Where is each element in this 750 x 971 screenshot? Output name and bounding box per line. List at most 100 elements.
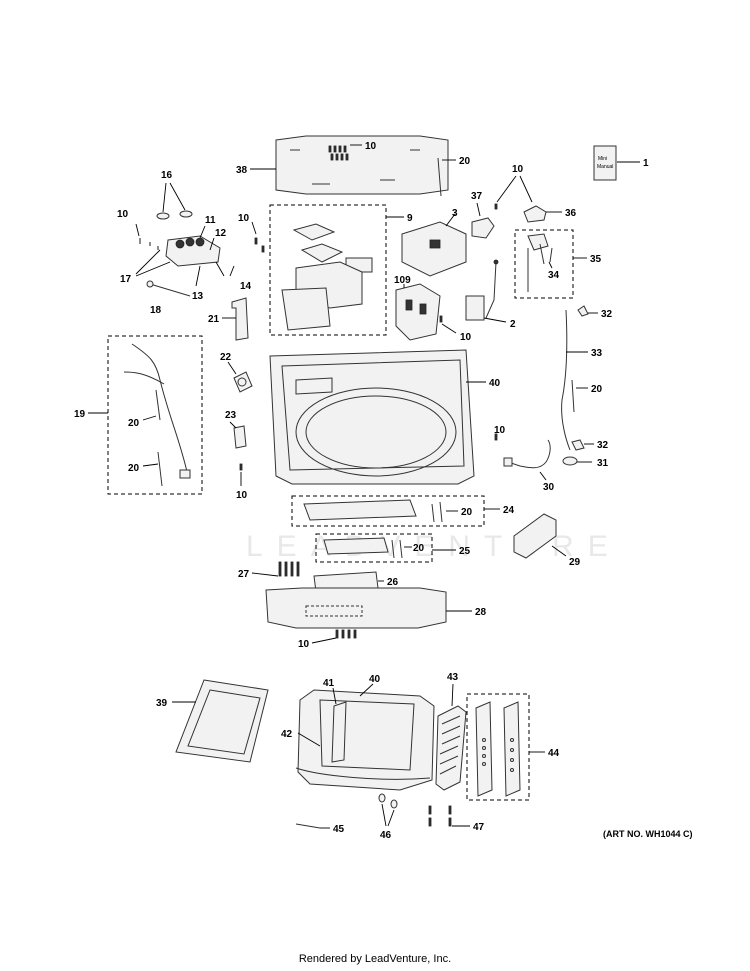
- callout-40-bottom: 40: [369, 674, 381, 685]
- callout-20-box24: 20: [461, 507, 473, 518]
- callout-33: 33: [591, 348, 603, 359]
- callout-32-top: 32: [601, 309, 613, 320]
- part-bracket-21: [222, 297, 249, 341]
- callout-21: 21: [208, 314, 220, 325]
- part-control-board-24: [303, 499, 458, 523]
- callout-38: 38: [236, 165, 248, 176]
- callout-10-left: 10: [117, 209, 129, 220]
- part-lid-switch: [471, 202, 495, 239]
- callout-20-right: 20: [591, 384, 603, 395]
- callout-16: 16: [161, 170, 173, 181]
- footer-credit: Rendered by LeadVenture, Inc.: [298, 953, 452, 965]
- watermark: LEADVENTURE: [246, 530, 622, 563]
- callout-10-right: 10: [512, 164, 524, 175]
- part-ui-board-25: [323, 537, 412, 559]
- callout-11: 11: [205, 215, 216, 226]
- callout-29: 29: [569, 557, 581, 568]
- part-hose-33: [561, 305, 598, 451]
- part-dispenser-assembly: [281, 223, 373, 331]
- part-36: [523, 205, 562, 223]
- part-44: [475, 701, 521, 797]
- callout-20-harness-a: 20: [128, 418, 140, 429]
- callout-2: 2: [510, 319, 516, 330]
- group-box-35: [514, 229, 574, 299]
- svg-text:Manual: Manual: [597, 164, 613, 170]
- callout-37: 37: [471, 191, 483, 202]
- callout-34: 34: [548, 270, 560, 281]
- part-46-feet: [378, 793, 398, 827]
- callout-24: 24: [503, 505, 515, 516]
- callout-14: 14: [240, 281, 252, 292]
- part-screws-10-right: [494, 175, 533, 210]
- callout-22: 22: [220, 352, 232, 363]
- callout-23: 23: [225, 410, 237, 421]
- callout-40-top: 40: [489, 378, 501, 389]
- callout-3: 3: [452, 208, 458, 219]
- callout-1: 1: [643, 158, 649, 169]
- part-rear-panel: [250, 135, 449, 195]
- callout-19: 19: [74, 409, 86, 420]
- part-mini-manual: Mini Manual: [593, 145, 640, 181]
- part-47-screws: [428, 805, 470, 827]
- part-45: [295, 823, 330, 829]
- part-screw-10-center: [439, 315, 457, 334]
- group-box-24: [291, 495, 485, 527]
- callout-20-box25: 20: [413, 543, 425, 554]
- part-23: [229, 421, 247, 486]
- part-control-housing: [401, 213, 467, 277]
- part-screws-27: [251, 561, 300, 577]
- callout-39: 39: [156, 698, 168, 709]
- callout-10-bottomleft: 10: [236, 490, 248, 501]
- part-pressure-switch: [527, 233, 553, 292]
- callout-109: 109: [394, 275, 411, 286]
- art-number: (ART NO. WH1044 C): [603, 829, 693, 839]
- callout-13: 13: [192, 291, 204, 302]
- group-box-44: [466, 693, 530, 801]
- callout-46: 46: [380, 830, 392, 841]
- callout-32-bottom: 32: [597, 440, 609, 451]
- part-screws-10-mid: [251, 221, 265, 253]
- callout-10-front: 10: [298, 639, 310, 650]
- callout-28: 28: [475, 607, 487, 618]
- callout-44: 44: [548, 748, 560, 759]
- callout-10-drain: 10: [494, 425, 506, 436]
- group-box-9: [269, 204, 387, 336]
- part-wire-harness: [123, 343, 191, 487]
- callout-20-harness-b: 20: [128, 463, 140, 474]
- part-lid-39: [172, 679, 269, 763]
- callout-31: 31: [597, 458, 609, 469]
- part-screws-10-front: [311, 629, 357, 644]
- callout-9: 9: [407, 213, 413, 224]
- part-wire-tie-right: [571, 379, 588, 413]
- callout-18: 18: [150, 305, 162, 316]
- part-109-motor-control: [395, 283, 441, 341]
- part-cabinet-40: [295, 683, 435, 791]
- part-29: [513, 513, 567, 559]
- part-43: [435, 683, 467, 791]
- callout-36: 36: [565, 208, 577, 219]
- part-front-panel-28: [265, 587, 472, 629]
- callout-47: 47: [473, 822, 485, 833]
- callout-45: 45: [333, 824, 345, 835]
- group-box-25: [315, 533, 433, 563]
- callout-10-center: 10: [460, 332, 472, 343]
- part-wire-tie-top: [437, 157, 456, 197]
- callout-10-top: 10: [365, 141, 377, 152]
- callout-10-mid: 10: [238, 213, 250, 224]
- callout-27: 27: [238, 569, 250, 580]
- part-top-cover-40: [269, 349, 486, 485]
- part-2-actuator: [465, 259, 507, 323]
- callout-41: 41: [323, 678, 335, 689]
- callout-30: 30: [543, 482, 555, 493]
- part-water-valve: [135, 182, 235, 297]
- callout-43: 43: [447, 672, 459, 683]
- part-clamps-31-32: [562, 439, 594, 466]
- callout-26: 26: [387, 577, 399, 588]
- svg-text:Mini: Mini: [598, 156, 607, 162]
- part-22: [227, 361, 253, 393]
- callout-20-top: 20: [459, 156, 471, 167]
- callout-35: 35: [590, 254, 602, 265]
- part-drain-30: [494, 433, 551, 481]
- callout-42: 42: [281, 729, 293, 740]
